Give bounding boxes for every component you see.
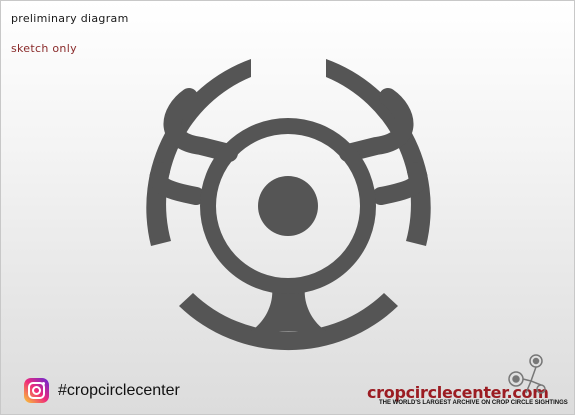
diagram-subtitle: sketch only — [11, 42, 77, 55]
bottom-stem — [251, 281, 326, 331]
hook-bottom-left — [149, 162, 205, 205]
brand-tagline: THE WORLD'S LARGEST ARCHIVE ON CROP CIRC… — [379, 400, 568, 406]
center-dot — [258, 176, 318, 236]
inner-ring — [200, 118, 376, 294]
hook-bottom-right — [372, 162, 428, 205]
hook-left — [163, 88, 238, 162]
outer-ring-arc-left — [146, 59, 251, 246]
instagram-icon[interactable] — [24, 378, 49, 403]
outer-ring-arc-right — [326, 59, 431, 246]
hook-right — [339, 88, 414, 162]
brand-name[interactable]: cropcirclecenter.com — [367, 383, 549, 402]
diagram-title: preliminary diagram — [11, 12, 129, 25]
social-handle[interactable]: #cropcirclecenter — [58, 382, 180, 399]
outer-ring-arc-bottom — [179, 293, 398, 351]
crop-circle-logo-icon — [508, 354, 546, 394]
